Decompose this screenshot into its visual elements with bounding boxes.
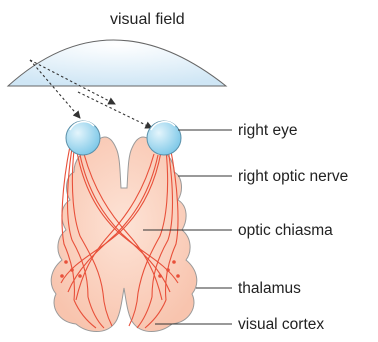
label-right-eye: right eye bbox=[238, 122, 297, 139]
visual-field-arc bbox=[8, 40, 226, 86]
left-eye bbox=[66, 121, 100, 155]
label-right-optic-nerve: right optic nerve bbox=[238, 168, 348, 185]
label-thalamus: thalamus bbox=[238, 280, 301, 297]
right-eye bbox=[147, 121, 181, 155]
label-optic-chiasma: optic chiasma bbox=[238, 222, 333, 239]
visual-field-title: visual field bbox=[110, 11, 185, 28]
label-visual-cortex: visual cortex bbox=[238, 316, 324, 333]
